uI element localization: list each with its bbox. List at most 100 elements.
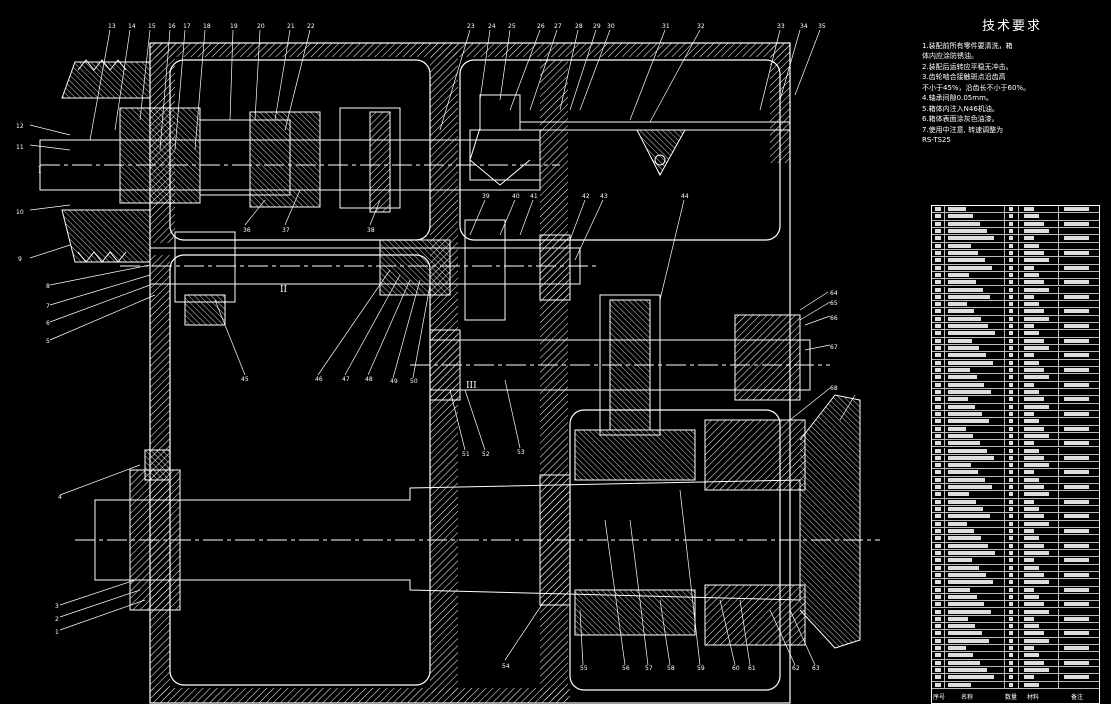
shift-fork [469, 94, 790, 186]
bom-row [932, 630, 1099, 638]
tech-line: RS-TS25 [922, 136, 951, 144]
callout-32: 32 [697, 23, 705, 30]
bom-row [932, 264, 1099, 272]
tech-line: 2.装配后运转应平稳无冲击。 [922, 62, 1013, 71]
bom-row [932, 425, 1099, 433]
callout-54: 54 [502, 663, 510, 670]
shaft-I [39, 107, 560, 213]
bom-row [932, 520, 1099, 528]
bom-row [932, 308, 1099, 316]
bom-row [932, 549, 1099, 558]
callout-45: 45 [241, 376, 249, 383]
bom-row [932, 586, 1099, 594]
bom-row [932, 359, 1099, 367]
bom-row [932, 323, 1099, 331]
callout-10: 10 [16, 209, 24, 216]
bom-header-note: 备注 [1071, 694, 1084, 701]
callout-9: 9 [18, 256, 22, 263]
tech-line: 不小于45%，沿齿长不小于60%。 [922, 83, 1031, 92]
callout-67: 67 [830, 344, 838, 351]
callout-26: 26 [537, 23, 545, 30]
callout-60: 60 [732, 665, 740, 672]
bom-row [932, 249, 1099, 258]
bom-row [932, 220, 1099, 228]
bom-row [932, 535, 1099, 543]
callout-44: 44 [681, 193, 689, 200]
bom-row [932, 388, 1099, 397]
bom-row [932, 286, 1099, 294]
bom-row [932, 601, 1099, 609]
shaft-III [410, 294, 830, 436]
bom-row [932, 528, 1099, 536]
bom-row [932, 235, 1099, 243]
callout-49: 49 [390, 378, 398, 385]
callout-14: 14 [128, 23, 136, 30]
callout-22: 22 [307, 23, 315, 30]
bom-header: 序号 名称 数量 材料 备注 [931, 688, 1098, 702]
tech-line: 5.箱体内注入N46机油。 [922, 104, 999, 113]
callout-58: 58 [667, 665, 675, 672]
shaft-II [120, 219, 600, 326]
bom-row [932, 498, 1099, 507]
callout-64: 64 [830, 290, 838, 297]
bom-row [932, 652, 1099, 660]
callout-1: 1 [55, 629, 59, 636]
tech-line: 7.使用中注意, 转速调整为 [922, 125, 1004, 134]
callout-37: 37 [282, 227, 290, 234]
bom-row [932, 301, 1099, 309]
roman-label-III: III [466, 381, 477, 391]
callout-4: 4 [58, 494, 62, 501]
callout-24: 24 [488, 23, 496, 30]
bom-row [932, 227, 1099, 236]
bom-row [932, 279, 1099, 287]
bom-row [932, 403, 1099, 411]
tech-line: 6.箱体表面涂灰色油漆。 [922, 115, 999, 123]
bom-row [932, 410, 1099, 419]
callout-43: 43 [600, 193, 608, 200]
bom-row [932, 352, 1099, 360]
callout-5: 5 [46, 338, 50, 345]
bom-header-qty: 数量 [1005, 694, 1018, 701]
bom-row [932, 681, 1099, 689]
callout-12: 12 [16, 123, 24, 130]
callout-28: 28 [575, 23, 583, 30]
bom-header-no: 序号 [933, 694, 946, 701]
callout-numbers: 1 2 3 4 5 6 7 8 9 10 11 12 13 14 15 16 1… [16, 23, 838, 672]
bom-row [932, 462, 1099, 470]
bom-row [932, 337, 1099, 346]
callout-31: 31 [662, 23, 670, 30]
callout-46: 46 [315, 376, 323, 383]
bom-row [932, 506, 1099, 514]
bom-row [932, 645, 1099, 653]
callout-8: 8 [46, 283, 50, 290]
main-spindle [75, 394, 880, 649]
tech-requirements-title: 技术要求 [981, 19, 1042, 34]
callout-17: 17 [183, 23, 191, 30]
bom-row [932, 330, 1099, 338]
callout-52: 52 [482, 451, 490, 458]
callout-65: 65 [830, 300, 838, 307]
callout-25: 25 [508, 23, 516, 30]
callout-62: 62 [792, 665, 800, 672]
callout-59: 59 [697, 665, 705, 672]
callout-53: 53 [517, 449, 525, 456]
bom-row [932, 564, 1099, 572]
bom-row [932, 637, 1099, 646]
callout-33: 33 [777, 23, 785, 30]
bom-row [932, 454, 1099, 463]
callout-40: 40 [512, 193, 520, 200]
bom-row [932, 257, 1099, 265]
callout-16: 16 [168, 23, 176, 30]
callout-57: 57 [645, 665, 653, 672]
bom-row [932, 293, 1099, 302]
callout-63: 63 [812, 665, 820, 672]
callout-19: 19 [230, 23, 238, 30]
bom-row [932, 476, 1099, 485]
callout-23: 23 [467, 23, 475, 30]
bom-row [932, 513, 1099, 521]
callout-48: 48 [365, 376, 373, 383]
bom-row [932, 242, 1099, 250]
tech-line: 3.齿轮啮合接触斑点沿齿高 [922, 73, 1006, 81]
bom-row [932, 345, 1099, 353]
